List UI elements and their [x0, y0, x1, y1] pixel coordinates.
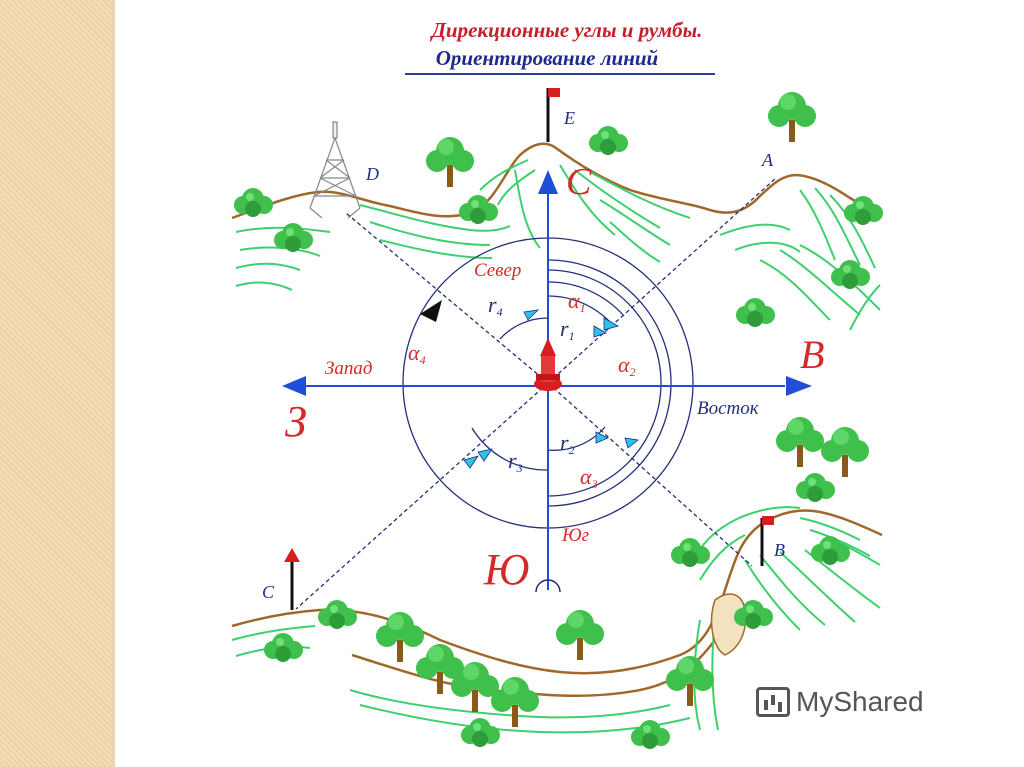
north-word: Север	[474, 260, 521, 281]
south-letter: Ю	[483, 545, 529, 594]
west-letter: З	[285, 397, 307, 446]
watermark-text: MyShared	[796, 686, 924, 718]
east-arrow	[786, 376, 812, 396]
east-word: Восток	[697, 398, 760, 419]
vegetation	[234, 92, 883, 749]
tower-icon	[310, 122, 360, 218]
terrain-green-top	[236, 160, 880, 330]
alpha1-label: α1	[568, 288, 586, 315]
alpha2-label: α2	[618, 352, 636, 379]
south-word: Юг	[561, 525, 589, 546]
watermark-logo: MyShared	[756, 686, 924, 718]
point-b-label: B	[774, 540, 785, 560]
r1-label: r1	[560, 316, 575, 343]
centre-compass-icon	[534, 338, 562, 391]
presentation-icon	[756, 687, 790, 717]
alpha4-black-arrowhead	[420, 300, 442, 322]
north-arrow	[538, 170, 558, 194]
north-letter: С	[566, 161, 592, 203]
alpha3-label: α3	[580, 464, 598, 491]
point-a-label: A	[761, 150, 774, 170]
flag-c-icon	[284, 548, 300, 610]
flag-e-icon	[548, 88, 560, 142]
east-letter: В	[800, 332, 824, 377]
r4-label: r4	[488, 292, 503, 319]
point-d-label: D	[365, 164, 379, 184]
r3-label: r3	[508, 448, 523, 475]
angle-labels: α1 α2 α3 α4 r1 r2 r3 r4	[408, 288, 636, 491]
west-word: Запад	[325, 358, 373, 379]
point-e-label: E	[563, 108, 575, 128]
alpha4-label: α4	[408, 340, 426, 367]
r2-label: r2	[560, 430, 575, 457]
west-arrow	[282, 376, 306, 396]
point-c-label: C	[262, 582, 275, 602]
